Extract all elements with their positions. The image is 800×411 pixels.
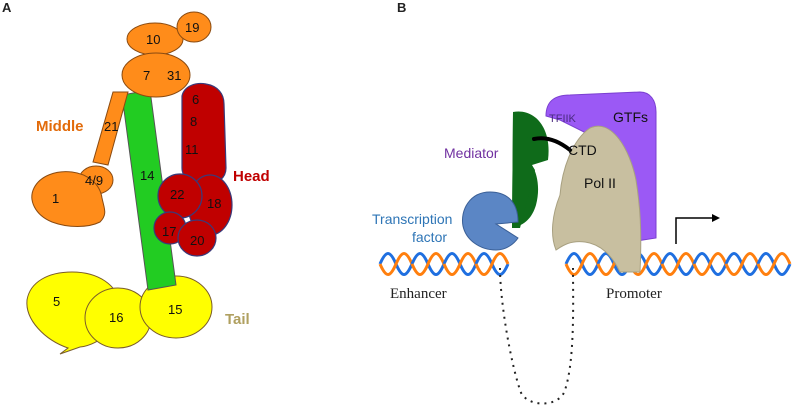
transcription-factor-label-line2: factor [412,229,447,245]
enhancer-label: Enhancer [390,286,447,302]
subunit-7-31-shape [121,52,191,98]
mediator-label: Mediator [444,145,499,161]
ctd-label: CTD [568,142,597,158]
subunit-15-shape [139,275,213,339]
subunit-11-label: 11 [185,142,199,157]
subunit-16-label: 16 [109,310,123,325]
ctd-tail [532,136,572,152]
subunit-20-shape [177,219,217,257]
subunit-1-shape [31,171,106,227]
subunit-21-label: 21 [104,119,118,134]
head-module [153,82,233,257]
tss-arrow-head [712,214,720,222]
subunit-4-9-label: 4/9 [85,173,103,188]
subunit-31-label: 31 [167,68,181,83]
subunit-19-label: 19 [185,20,199,35]
middle-module-label: Middle [36,118,84,135]
dna-loop [499,267,575,405]
subunit-7-label: 7 [143,68,150,83]
middle-module [31,11,212,227]
subunit-22-label: 22 [170,187,184,202]
panel-b-letter: B [397,0,406,15]
subunit-8-label: 8 [190,114,197,129]
subunit-1-label: 1 [52,191,59,206]
subunit-6-label: 6 [192,92,199,107]
enhancer-dna [378,252,510,276]
transcription-factor-shape [461,191,519,251]
subunit-5-label: 5 [53,294,60,309]
subunit-21-shape [92,91,129,166]
subunit-20-label: 20 [190,233,204,248]
tss-arrow-line [675,217,712,244]
tail-module-label: Tail [225,311,250,328]
subunit-10-label: 10 [146,32,160,47]
gtfs-label: GTFs [613,109,648,125]
subunit-14-label: 14 [140,168,154,183]
pol2-shape [552,125,642,273]
subunit-6-8-11-shape [181,82,227,185]
tfiik-label: TFIIK [549,113,577,125]
subunit-17-label: 17 [162,224,176,239]
subunit-19-shape [176,11,212,43]
promoter-label: Promoter [606,286,662,302]
subunit-18-label: 18 [207,196,221,211]
head-module-label: Head [233,168,270,185]
transcription-factor-label-line1: Transcription [372,211,452,227]
mediator-shape-fill [512,112,535,228]
subunit-15-label: 15 [168,302,182,317]
pol2-label: Pol II [584,175,616,191]
panel-a-letter: A [2,0,12,15]
promoter-dna [564,252,792,276]
tail-module [26,271,213,355]
